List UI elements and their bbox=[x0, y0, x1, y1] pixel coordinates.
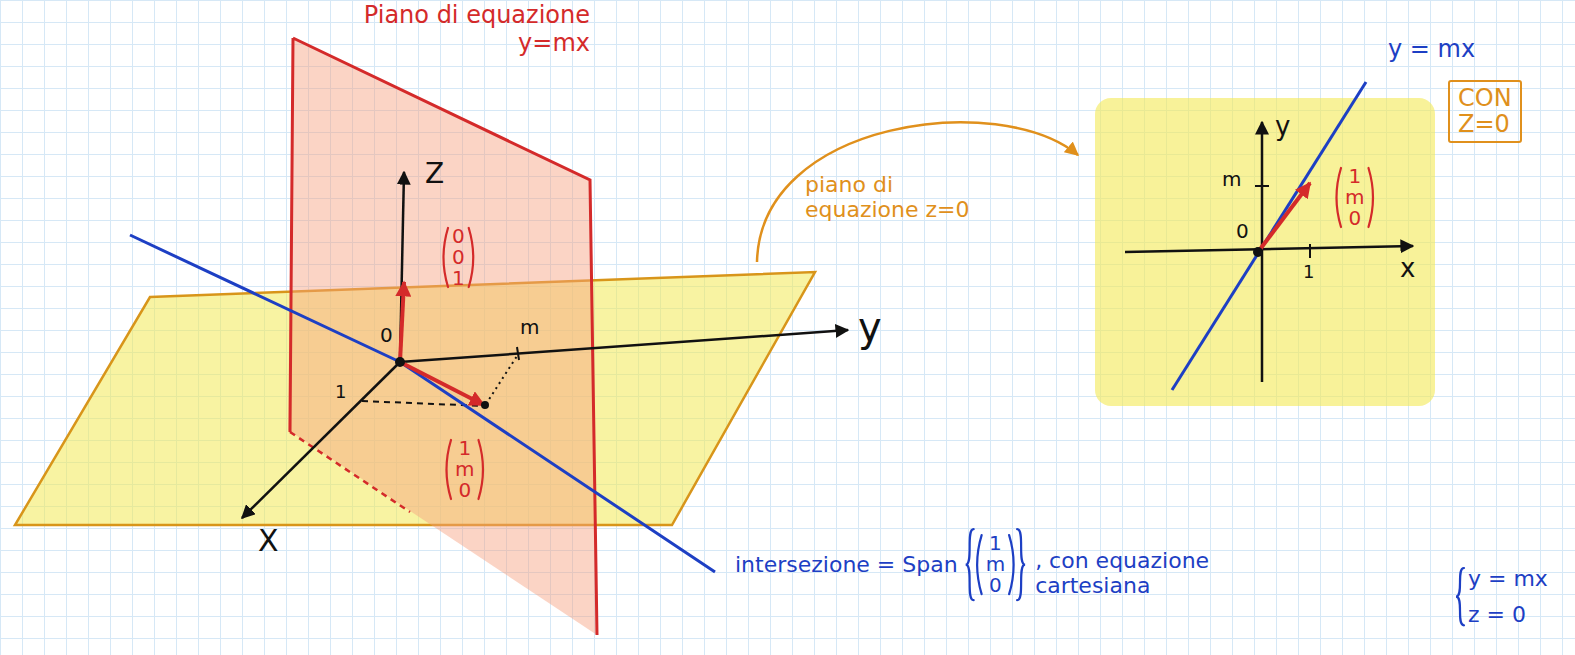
axis-label: y bbox=[1275, 112, 1290, 142]
vector-arrow bbox=[1258, 183, 1310, 252]
plane-edge bbox=[290, 38, 597, 635]
plane-view bbox=[1095, 98, 1435, 406]
intersection-text: intersezione = Span bbox=[735, 552, 958, 577]
plane-ymx bbox=[288, 38, 597, 635]
vector-arrow bbox=[400, 362, 484, 405]
axis-label: y bbox=[858, 304, 882, 350]
tick-label: m bbox=[520, 316, 539, 339]
line-equation: y = mx bbox=[1388, 36, 1475, 64]
system-equation: z = 0 bbox=[1468, 602, 1526, 627]
point-dot bbox=[481, 401, 489, 409]
column-vector: 1 m 0 bbox=[455, 438, 474, 501]
system-equation: y = mx bbox=[1468, 566, 1548, 591]
origin-label: 0 bbox=[380, 324, 393, 347]
callout-arrow bbox=[757, 122, 1078, 262]
intersection-text: , con equazione cartesiana bbox=[1035, 548, 1250, 599]
curly-brace bbox=[966, 529, 974, 600]
y-axis bbox=[400, 330, 848, 362]
parenthesis bbox=[1368, 168, 1373, 227]
parenthesis bbox=[478, 440, 483, 499]
column-vector: 1 m 0 bbox=[1345, 166, 1364, 229]
parenthesis bbox=[469, 228, 474, 287]
x-axis bbox=[1125, 246, 1413, 252]
axis-tick bbox=[517, 347, 519, 360]
column-vector: 1 m 0 bbox=[986, 533, 1005, 596]
column-vector: 0 0 1 bbox=[452, 226, 465, 289]
condition-box: CON Z=0 bbox=[1448, 80, 1522, 143]
intersection-line bbox=[130, 235, 715, 572]
tick-label: m bbox=[1222, 168, 1241, 191]
parenthesis bbox=[1009, 535, 1014, 594]
parenthesis bbox=[1337, 168, 1342, 227]
plane-caption: Piano di equazione y=mx bbox=[330, 2, 590, 57]
hidden-edge bbox=[290, 432, 410, 512]
origin-dot bbox=[1253, 247, 1263, 257]
parenthesis bbox=[447, 440, 452, 499]
plane-caption: piano di equazione z=0 bbox=[805, 172, 990, 223]
axis-label: x bbox=[1400, 254, 1415, 284]
curly-brace bbox=[1456, 568, 1464, 625]
x-axis bbox=[242, 362, 400, 518]
node-text: CON Z=0 bbox=[1458, 85, 1512, 138]
axis-label: X bbox=[258, 524, 279, 559]
guide-line bbox=[486, 356, 517, 404]
vector-arrow bbox=[400, 282, 404, 362]
parenthesis bbox=[444, 228, 449, 287]
axis-label: Z bbox=[425, 158, 444, 190]
z-axis bbox=[400, 172, 404, 362]
tick-label: 1 bbox=[335, 382, 346, 403]
origin-label: 0 bbox=[1236, 220, 1249, 243]
line-ymx bbox=[1172, 82, 1366, 390]
parenthesis bbox=[977, 535, 982, 594]
curly-brace bbox=[1017, 529, 1025, 600]
origin-dot bbox=[395, 357, 405, 367]
tick-label: 1 bbox=[1303, 262, 1314, 283]
